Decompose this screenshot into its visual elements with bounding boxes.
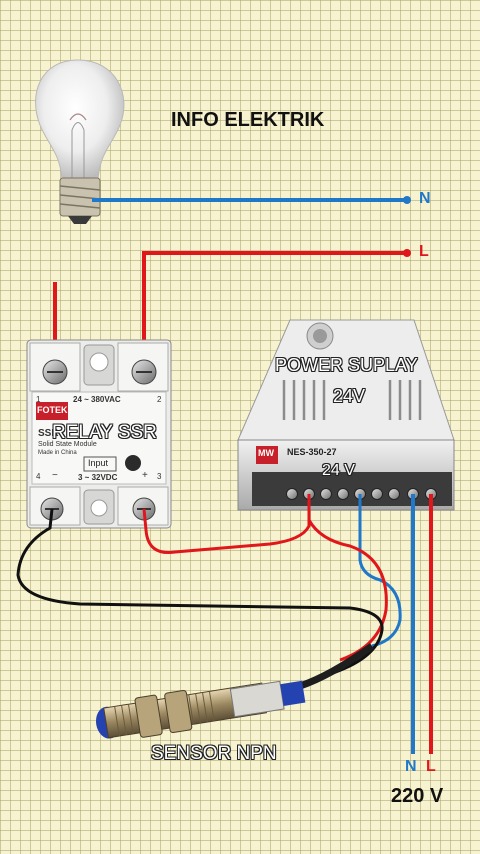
relay-pin-plus: 3 [157,472,162,481]
relay-pin-plus-sign: + [142,470,148,481]
power-supply-label: POWER SUPLAY [275,355,418,375]
sensor-label: SENSOR NPN [151,743,277,764]
sensor-blue-wire [358,494,402,648]
line-wire-to-relay [142,249,411,372]
light-bulb-icon [35,59,125,224]
relay-pin-minus: 4 [36,472,41,481]
neutral-label: N [419,190,431,207]
power-supply-brand: MW [258,448,274,458]
relay-origin-text: Made in China [38,450,77,456]
relay-ssr [26,339,172,529]
proximity-sensor-icon [95,680,306,739]
power-supply-model: NES-350-27 [287,447,337,457]
sensor-black-wire [16,508,384,676]
relay-module-text: Solid State Module [38,441,97,448]
relay-ac-range: 24 ~ 380VAC [73,395,121,404]
neutral-wire-to-lamp [92,196,411,204]
relay-dc-range: 3 ~ 32VDC [78,473,118,482]
relay-brand: FOTEK [37,405,68,415]
relay-label: RELAY SSR [52,422,157,443]
line-label: L [419,243,429,260]
mains-neutral-label: N [405,758,417,775]
relay-brand-sub: SSR [38,428,59,439]
sensor-cable [298,643,375,690]
relay-ac-pin-left: 1 [36,395,41,404]
power-supply-terminal-voltage: 24 V [322,462,355,479]
mains-voltage-label: 220 V [391,785,444,807]
relay-pin-minus-sign: − [52,470,58,481]
sensor-brown-wire [307,519,388,662]
page-title: INFO ELEKTRIK [171,109,325,131]
mains-line-label: L [426,758,436,775]
relay-input-label: Input [88,458,109,468]
power-supply [237,319,455,511]
relay-ac-pin-right: 2 [157,395,162,404]
power-supply-voltage-label: 24V [333,386,366,406]
psu-plus-wire [142,494,311,555]
